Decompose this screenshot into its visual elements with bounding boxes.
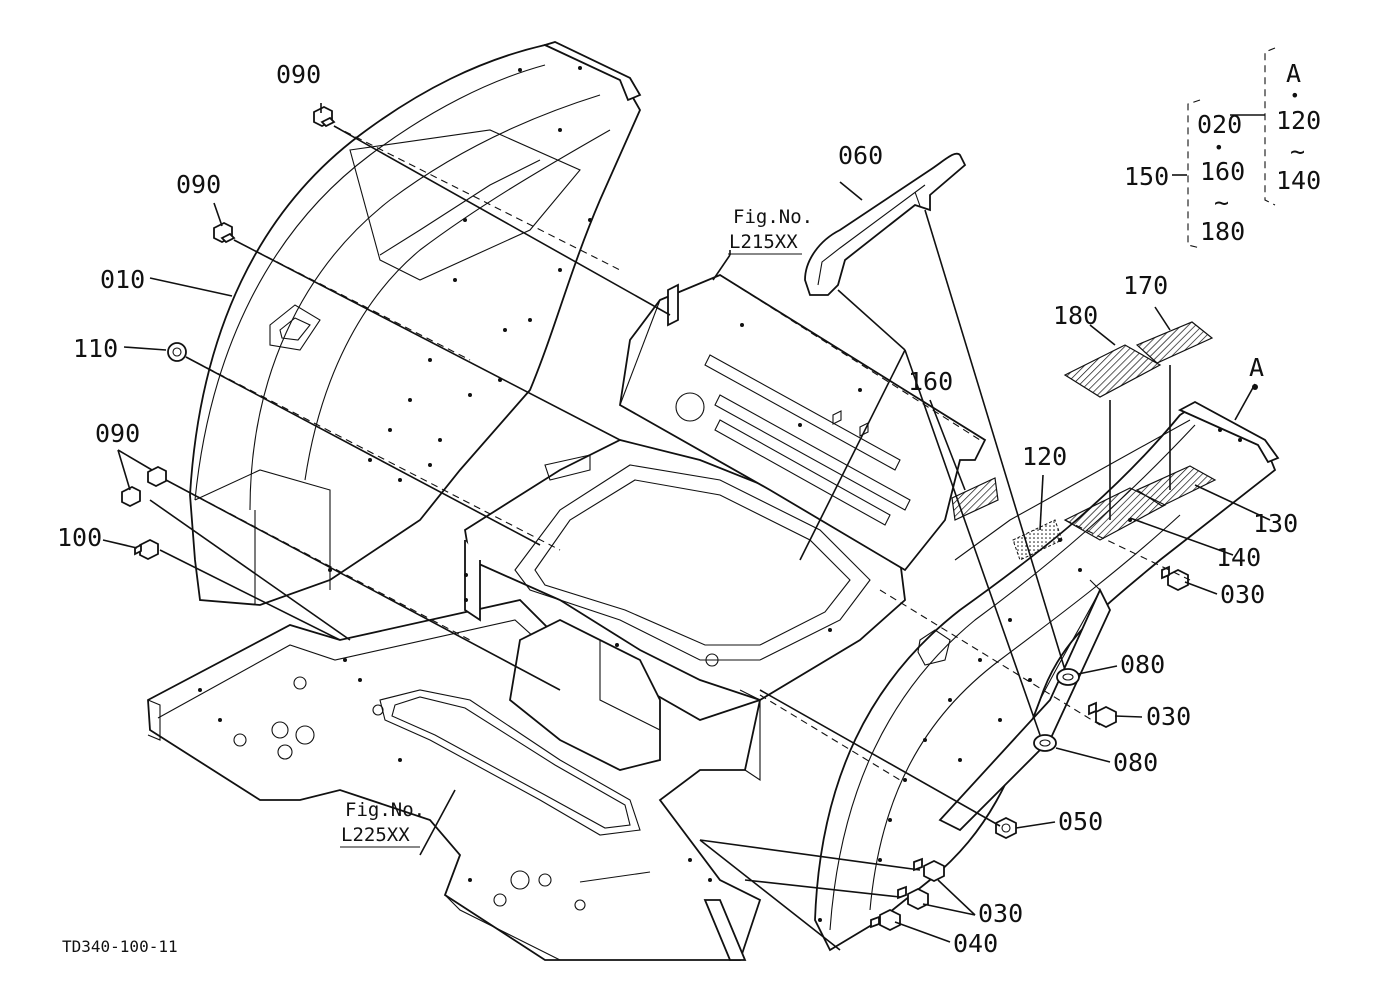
callout-010: 010	[100, 265, 145, 294]
callout-180: 180	[1053, 301, 1098, 330]
bolt-040	[870, 908, 901, 932]
left-fender	[189, 41, 642, 606]
legend-150: 150	[1124, 162, 1169, 191]
callout-100: 100	[57, 523, 102, 552]
rear-panel	[619, 273, 987, 572]
callout-110: 110	[73, 334, 118, 363]
fig-reference-upper: Fig.No. L215XX	[728, 206, 813, 255]
callout-080-a: 080	[1120, 650, 1165, 679]
legend-dot-1: •	[1290, 86, 1300, 105]
legend-tilde-1: ~	[1290, 137, 1305, 166]
callout-060: 060	[838, 141, 883, 170]
callout-050: 050	[1058, 807, 1103, 836]
callout-030-b: 030	[1146, 702, 1191, 731]
callout-090-mid: 090	[176, 170, 221, 199]
callout-030-a: 030	[1220, 580, 1265, 609]
callout-A-dot	[1252, 384, 1258, 390]
drawing-code: TD340-100-11	[62, 937, 178, 956]
callout-040: 040	[953, 929, 998, 958]
legend-outer-bracket	[1187, 99, 1201, 249]
fig-ref-lower-code: L225XX	[341, 824, 410, 846]
callout-120: 120	[1022, 442, 1067, 471]
callout-090-low: 090	[95, 419, 140, 448]
bolt-030-a	[1161, 565, 1189, 592]
bolt-100	[134, 538, 159, 561]
bolt-090-low1	[147, 465, 167, 488]
callout-160: 160	[908, 367, 953, 396]
right-fender	[814, 400, 1280, 952]
callout-140: 140	[1216, 543, 1261, 572]
bolt-090-mid	[213, 221, 236, 244]
legend-160: 160	[1200, 157, 1245, 186]
callout-170: 170	[1123, 271, 1168, 300]
bolt-030-c1	[913, 857, 945, 883]
grab-handle	[804, 152, 967, 296]
bolt-030-b	[1088, 701, 1117, 729]
nut-110	[167, 342, 187, 362]
callout-030-c: 030	[978, 899, 1023, 928]
legend-inner-bracket	[1264, 47, 1276, 206]
callout-090-top: 090	[276, 60, 321, 89]
fasteners	[121, 105, 1189, 932]
callout-labels: 090 090 010 110 090 100 060 160 180 170 …	[57, 60, 1298, 958]
legend-180: 180	[1200, 217, 1245, 246]
bolt-090-top	[313, 105, 336, 128]
nut-080-a	[1056, 668, 1080, 686]
floor-plate	[147, 599, 762, 961]
bolt-090-low2	[121, 485, 141, 508]
legend-020: 020	[1197, 110, 1242, 139]
callout-A: A	[1249, 353, 1264, 382]
legend-120: 120	[1276, 106, 1321, 135]
nut-080-b	[1033, 734, 1057, 752]
decals	[951, 321, 1217, 561]
nut-050	[995, 816, 1017, 840]
decal-180	[1063, 344, 1162, 398]
legend-tilde-2: ~	[1214, 188, 1229, 217]
leader-lines	[102, 103, 1271, 951]
decal-170	[1135, 321, 1214, 364]
decal-130	[1135, 465, 1217, 507]
fig-ref-upper-code: L215XX	[729, 231, 798, 253]
fig-ref-upper-prefix: Fig.No.	[733, 206, 813, 228]
legend-dot-2: •	[1214, 138, 1224, 157]
set-legend: A • 120 ~ 140 020 • 160 ~ 180 150	[1124, 47, 1321, 249]
legend-140: 140	[1276, 166, 1321, 195]
callout-130: 130	[1253, 509, 1298, 538]
decal-160	[951, 477, 999, 521]
legend-A: A	[1286, 59, 1301, 88]
decal-120	[1012, 519, 1063, 561]
fig-reference-lower: Fig.No. L225XX	[340, 799, 425, 848]
callout-080-b: 080	[1113, 748, 1158, 777]
fig-ref-lower-prefix: Fig.No.	[345, 799, 425, 821]
